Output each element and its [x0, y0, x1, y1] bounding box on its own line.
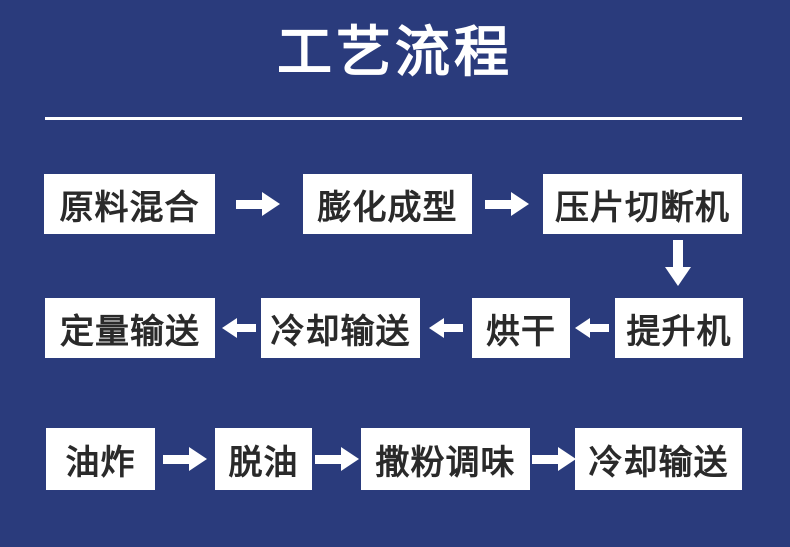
- flow-step-drying: 烘干: [472, 298, 570, 358]
- flow-step-elevator: 提升机: [615, 298, 743, 358]
- arrow-stem: [237, 324, 256, 332]
- arrow-stem: [532, 454, 558, 464]
- title-divider: [45, 117, 742, 120]
- flow-step-frying: 油炸: [46, 428, 155, 490]
- arrow-head: [511, 192, 529, 216]
- flow-step-extrusion-forming: 膨化成型: [303, 174, 472, 234]
- flow-step-raw-material-mixing: 原料混合: [44, 174, 215, 234]
- arrow-head: [222, 318, 237, 338]
- arrow-stem: [673, 240, 683, 267]
- arrow-head: [575, 318, 590, 338]
- arrow-right-icon: [163, 447, 207, 471]
- arrow-head: [558, 447, 576, 471]
- arrow-right-icon: [485, 192, 529, 216]
- arrow-stem: [444, 324, 463, 332]
- arrow-stem: [590, 324, 609, 332]
- page-title: 工艺流程: [276, 21, 513, 83]
- arrow-stem: [163, 454, 189, 464]
- arrow-right-icon: [315, 447, 359, 471]
- arrow-stem: [485, 199, 511, 209]
- arrow-stem: [236, 199, 262, 209]
- arrow-stem: [315, 454, 341, 464]
- arrow-head: [189, 447, 207, 471]
- flow-step-cooling-conveying-final: 冷却输送: [575, 428, 742, 490]
- flow-step-cooling-conveying: 冷却输送: [261, 298, 420, 358]
- arrow-head: [262, 192, 280, 216]
- flow-step-sheeting-cutting-machine: 压片切断机: [543, 174, 742, 234]
- arrow-left-icon: [575, 318, 609, 338]
- arrow-right-icon: [236, 192, 280, 216]
- arrow-head: [429, 318, 444, 338]
- flow-step-deoiling: 脱油: [215, 428, 312, 490]
- arrow-head: [341, 447, 359, 471]
- arrow-head: [665, 267, 691, 286]
- flow-step-powder-seasoning: 撒粉调味: [361, 428, 530, 490]
- arrow-left-icon: [429, 318, 463, 338]
- arrow-left-icon: [222, 318, 256, 338]
- arrow-right-icon: [532, 447, 576, 471]
- arrow-down-icon: [665, 240, 691, 286]
- flow-step-quantitative-conveying: 定量输送: [45, 298, 215, 358]
